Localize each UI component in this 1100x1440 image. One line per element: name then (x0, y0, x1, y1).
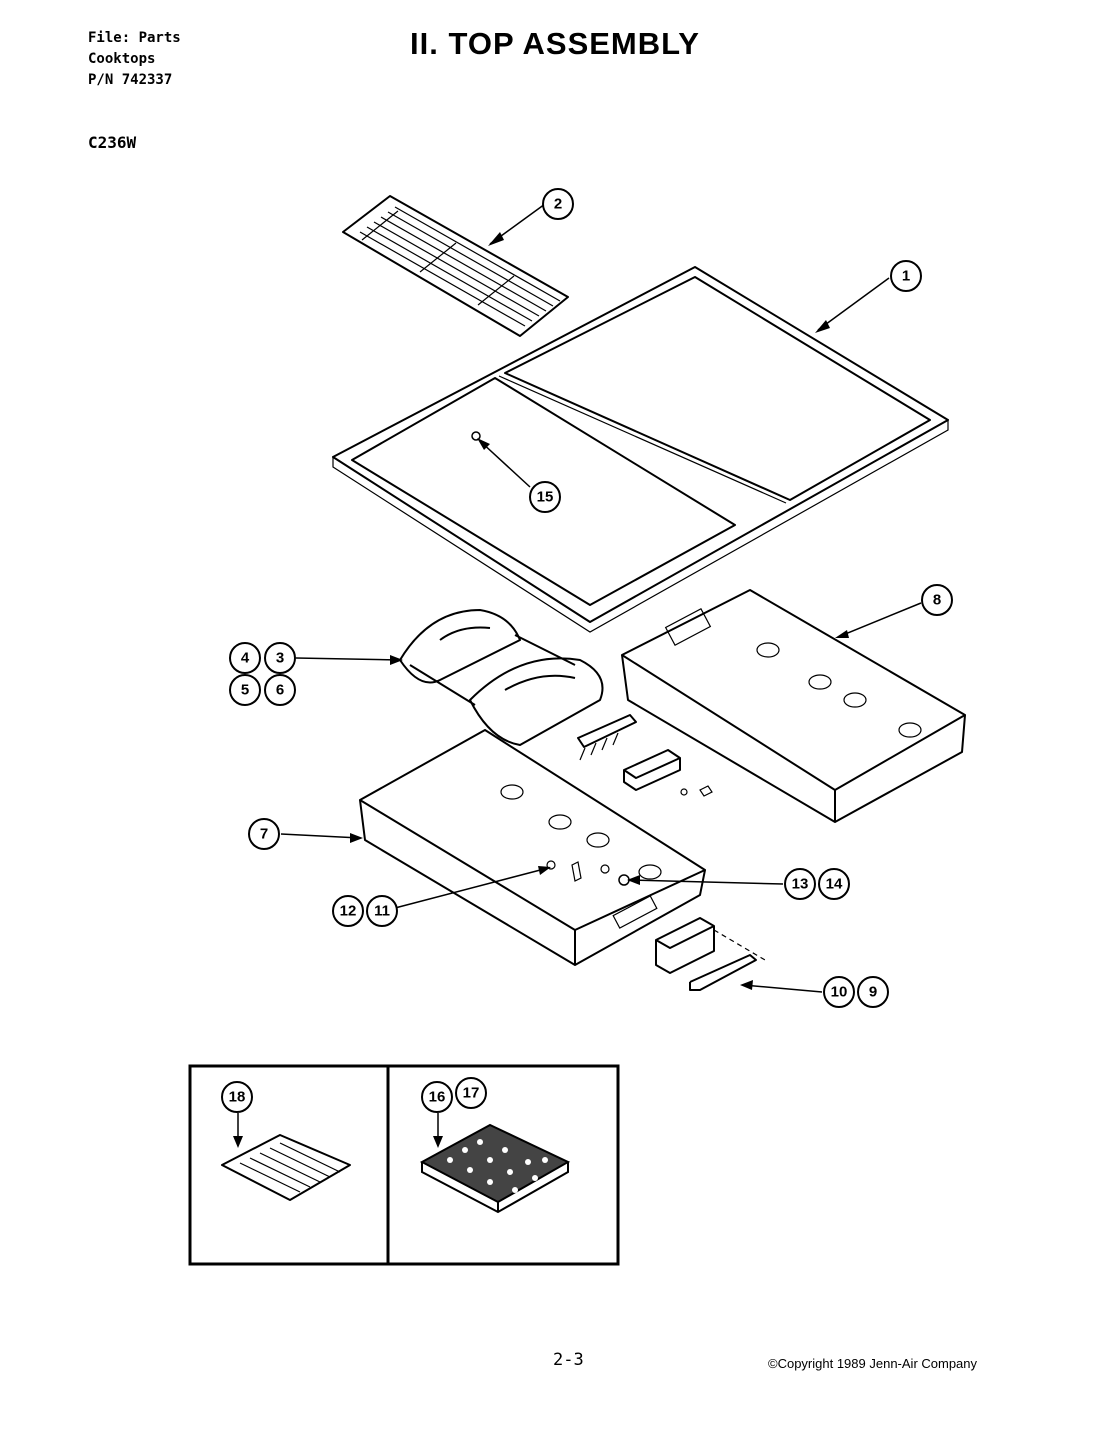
svg-text:17: 17 (463, 1085, 480, 1102)
right-cooktop-pan (621, 589, 966, 823)
svg-text:11: 11 (374, 903, 390, 920)
terminal-block (623, 749, 713, 797)
grill-rocks-tray (419, 1123, 571, 1214)
copyright-notice: ©Copyright 1989 Jenn-Air Company (768, 1356, 978, 1371)
svg-text:1: 1 (902, 268, 910, 285)
vent-grille (342, 195, 569, 337)
svg-text:16: 16 (429, 1089, 446, 1106)
page-number: 2-3 (553, 1350, 584, 1370)
file-info: File: Parts Cooktops P/N 742337 (88, 28, 181, 91)
svg-text:7: 7 (260, 826, 268, 843)
leader-lines (233, 203, 922, 1148)
heating-element (399, 609, 637, 761)
svg-text:8: 8 (933, 592, 941, 609)
callout-13: 13 (784, 868, 816, 900)
callout-4: 4 (229, 642, 261, 674)
callout-7: 7 (248, 818, 280, 850)
callout-3: 3 (264, 642, 296, 674)
callout-18: 18 (221, 1081, 253, 1113)
receptacle-bracket (655, 917, 766, 991)
svg-text:12: 12 (340, 903, 357, 920)
svg-text:5: 5 (241, 682, 249, 699)
accessory-box (188, 1064, 620, 1266)
callout-15: 15 (529, 481, 561, 513)
svg-text:6: 6 (276, 682, 284, 699)
left-cooktop-pan (359, 729, 706, 966)
grill-grate (221, 1134, 351, 1201)
callout-5: 5 (229, 674, 261, 706)
callout-2: 2 (542, 188, 574, 220)
svg-text:10: 10 (831, 984, 848, 1001)
part-number-line: P/N 742337 (88, 72, 173, 88)
callout-17: 17 (455, 1077, 487, 1109)
model-label: C236W (88, 133, 137, 152)
callout-11: 11 (366, 895, 398, 927)
callout-8: 8 (921, 584, 953, 616)
callout-6: 6 (264, 674, 296, 706)
callout-12: 12 (332, 895, 364, 927)
svg-text:15: 15 (537, 489, 554, 506)
svg-text:9: 9 (869, 984, 877, 1001)
callout-14: 14 (818, 868, 850, 900)
svg-text:14: 14 (826, 876, 843, 893)
svg-text:3: 3 (276, 650, 284, 667)
cooktop-frame (332, 266, 949, 633)
callout-1: 1 (890, 260, 922, 292)
svg-text:13: 13 (792, 876, 809, 893)
category-line: Cooktops (88, 51, 156, 67)
file-line: File: Parts (88, 30, 181, 46)
callout-10: 10 (823, 976, 855, 1008)
svg-text:2: 2 (554, 196, 562, 213)
page-title: II. TOP ASSEMBLY (410, 26, 700, 61)
callout-16: 16 (421, 1081, 453, 1113)
svg-text:4: 4 (241, 650, 250, 667)
callout-9: 9 (857, 976, 889, 1008)
svg-text:18: 18 (229, 1089, 246, 1106)
